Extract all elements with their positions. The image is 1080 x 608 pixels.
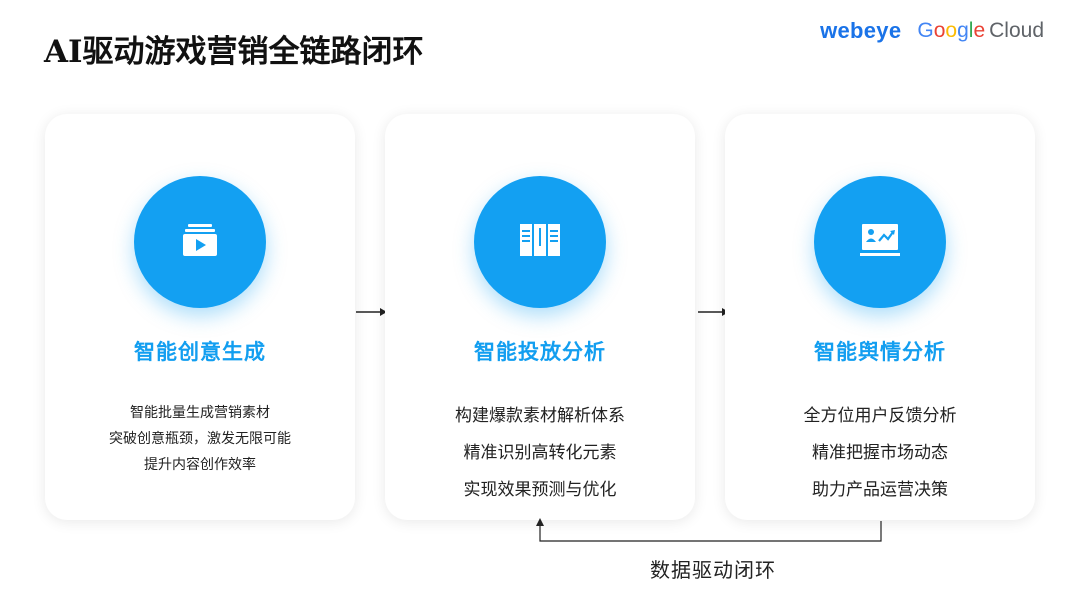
card-line: 构建爆款素材解析体系 xyxy=(455,406,625,426)
card-line: 智能批量生成营销素材 xyxy=(130,405,270,421)
analytics-chart-icon xyxy=(858,220,902,264)
card-line: 精准识别高转化元素 xyxy=(463,443,617,463)
card-icon-circle xyxy=(134,176,266,308)
card-line: 精准把握市场动态 xyxy=(812,443,948,463)
card-line: 突破创意瓶颈，激发无限可能 xyxy=(109,431,291,447)
card-sentiment-analysis: 智能舆情分析 全方位用户反馈分析 精准把握市场动态 助力产品运营决策 xyxy=(725,114,1035,520)
card-description: 全方位用户反馈分析 精准把握市场动态 助力产品运营决策 xyxy=(725,398,1035,509)
feedback-loop-label: 数据驱动闭环 xyxy=(650,558,776,582)
card-line: 助力产品运营决策 xyxy=(812,480,948,500)
card-ad-placement-analysis: 智能投放分析 构建爆款素材解析体系 精准识别高转化元素 实现效果预测与优化 xyxy=(385,114,695,520)
webeye-logo: webeye xyxy=(820,18,902,43)
card-description: 智能批量生成营销素材 突破创意瓶颈，激发无限可能 提升内容创作效率 xyxy=(45,400,355,478)
card-line: 提升内容创作效率 xyxy=(144,457,256,473)
card-line: 全方位用户反馈分析 xyxy=(803,406,957,426)
card-title: 智能创意生成 xyxy=(134,340,266,364)
card-description: 构建爆款素材解析体系 精准识别高转化元素 实现效果预测与优化 xyxy=(385,398,695,509)
card-title: 智能投放分析 xyxy=(474,340,606,364)
flow-arrow xyxy=(356,308,387,316)
card-creative-generation: 智能创意生成 智能批量生成营销素材 突破创意瓶颈，激发无限可能 提升内容创作效率 xyxy=(45,114,355,520)
book-columns-icon xyxy=(517,220,563,264)
card-icon-circle xyxy=(814,176,946,308)
card-icon-circle xyxy=(474,176,606,308)
video-playlist-icon xyxy=(180,220,220,264)
card-line: 实现效果预测与优化 xyxy=(463,480,617,500)
page-title: AI驱动游戏营销全链路闭环 xyxy=(44,34,424,70)
card-title: 智能舆情分析 xyxy=(814,340,946,364)
